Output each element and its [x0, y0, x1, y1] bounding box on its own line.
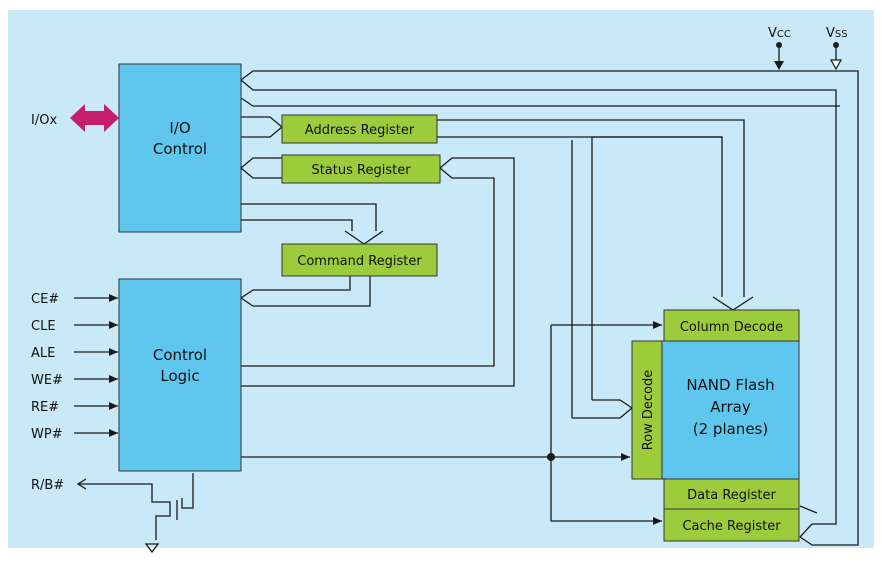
io-control-label-line: I/O	[169, 119, 190, 137]
cache-register-block	[663, 508, 800, 542]
command-register-block	[281, 243, 438, 277]
signal-ce-label: CE#	[31, 292, 59, 307]
signal-cle-label: CLE	[31, 319, 56, 334]
arrow-layer	[74, 294, 662, 525]
signal-ale-label: ALE	[31, 346, 55, 361]
nand-array-label-line: (2 planes)	[693, 420, 768, 438]
control-logic-label-line: Control	[153, 346, 207, 364]
status-to-io-wire	[240, 157, 282, 179]
row-decode-block	[631, 340, 663, 480]
address-register-label: Address Register	[305, 123, 415, 138]
control-to-status-wire	[241, 157, 515, 387]
double-arrow-icon	[70, 104, 119, 132]
status-register-block	[281, 154, 441, 184]
data-register-label: Data Register	[687, 488, 776, 503]
signal-re-label: RE#	[31, 400, 59, 415]
io-control-label-line: Control	[153, 140, 207, 158]
row-decode-label: Row Decode	[641, 370, 656, 451]
address-register-block	[281, 114, 438, 144]
control-logic-label-line: Logic	[160, 367, 199, 385]
io-control-label: I/O Control	[153, 119, 207, 158]
vss-sub-text: SS	[835, 29, 848, 40]
wire-layer	[240, 70, 859, 546]
command-register-label: Command Register	[297, 254, 422, 269]
nand-array-label-line: Array	[710, 398, 751, 416]
vcc-label: VCC	[768, 26, 791, 41]
data-register-block	[663, 478, 800, 510]
cache-register-label: Cache Register	[682, 519, 781, 534]
address-to-row-wire	[571, 136, 722, 419]
junction-dot	[547, 453, 555, 461]
vss-main-text: V	[826, 26, 835, 41]
ready-busy-circuit	[76, 473, 194, 554]
vss-hollow-arrow-icon	[829, 42, 843, 71]
nand-array-block	[661, 340, 800, 480]
ready-busy-wire	[78, 483, 171, 512]
input-signal-labels: CE# CLE ALE WE# RE# WP# R/B#	[31, 292, 64, 493]
io-to-address-wire	[241, 116, 283, 138]
vcc-arrow-icon	[774, 42, 784, 70]
signal-we-label: WE#	[31, 373, 63, 388]
column-decode-label: Column Decode	[680, 320, 783, 335]
column-decode-block	[663, 309, 800, 343]
cache-to-io-wire	[240, 70, 859, 546]
vcc-main-text: V	[768, 26, 777, 41]
command-to-control-wire	[240, 276, 371, 307]
io-signal-label: I/Ox	[31, 113, 57, 128]
status-register-label: Status Register	[311, 163, 411, 178]
junction-to-cache-arrow	[550, 325, 662, 525]
ready-busy-arrowhead	[76, 478, 87, 490]
vcc-sub-text: CC	[777, 29, 791, 40]
control-logic-block	[118, 278, 242, 472]
power-pins	[774, 42, 843, 71]
nand-array-label-line: NAND Flash	[686, 376, 774, 394]
vss-label: VSS	[826, 26, 848, 41]
signal-rb-label: R/B#	[31, 478, 64, 493]
signal-wp-label: WP#	[31, 427, 63, 442]
ground-icon	[144, 543, 160, 554]
io-control-block	[118, 63, 242, 233]
transistor-icon	[155, 473, 194, 540]
